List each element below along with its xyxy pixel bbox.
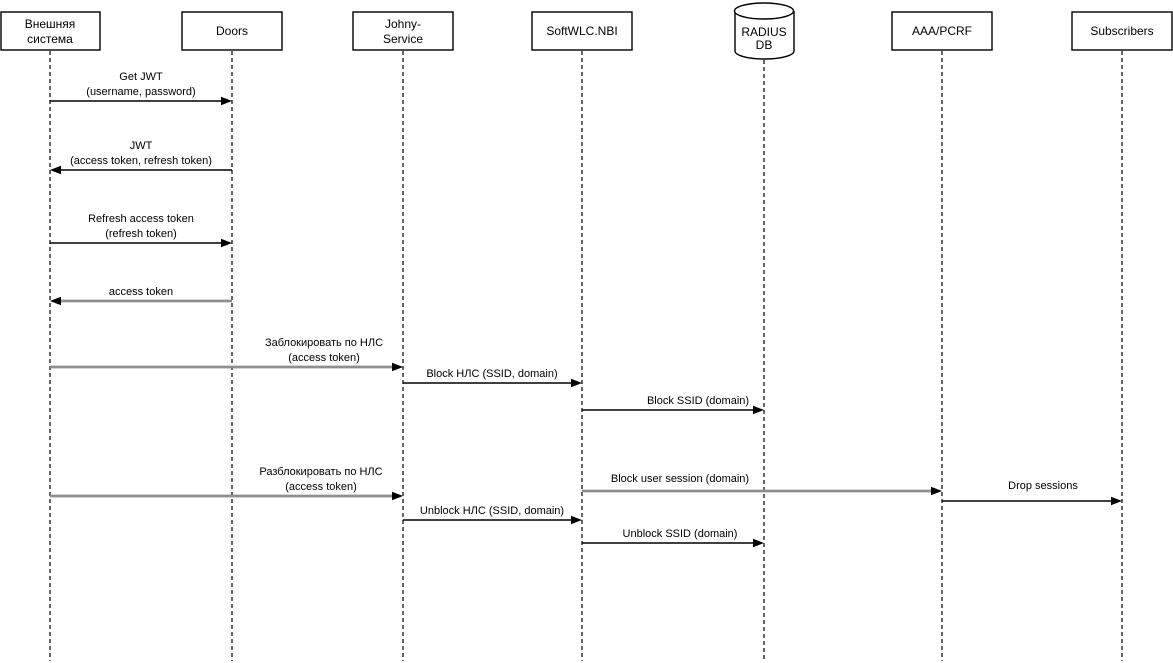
arrowhead-icon: [1111, 496, 1122, 506]
participant-label: Johny-: [385, 17, 421, 31]
participant-label: DB: [756, 38, 773, 52]
message-label: Заблокировать по НЛС: [265, 337, 383, 349]
message-block-user-session: Block user session (domain): [582, 473, 942, 496]
message-label: Block SSID (domain): [647, 395, 749, 407]
message-label: Drop sessions: [1008, 480, 1078, 492]
message-label: Refresh access token: [88, 213, 194, 225]
message-label: Разблокировать по НЛС: [259, 466, 382, 478]
participant-label: Doors: [216, 24, 248, 38]
message-access-token-response: access token: [50, 286, 232, 306]
participant-label: Внешняя: [25, 17, 76, 31]
message-jwt-response: JWT (access token, refresh token): [50, 140, 232, 175]
message-block-nls: Block НЛС (SSID, domain): [403, 368, 582, 388]
arrowhead-icon: [931, 486, 942, 496]
participant-label: Subscribers: [1090, 24, 1153, 38]
arrowhead-icon: [571, 515, 582, 525]
message-label: (access token): [285, 481, 357, 493]
participant-softwlc-nbi: SoftWLC.NBI: [531, 11, 633, 51]
message-label: (refresh token): [105, 228, 177, 240]
message-label: (access token): [288, 352, 360, 364]
database-cylinder-body: [734, 11, 795, 60]
message-drop-sessions: Drop sessions: [942, 480, 1122, 506]
arrowhead-icon: [753, 538, 764, 548]
database-cylinder-top: [733, 2, 795, 20]
participant-label: RADIUS: [741, 25, 786, 39]
message-label: JWT: [130, 140, 153, 152]
message-refresh-access-token: Refresh access token (refresh token): [50, 213, 232, 248]
participant-aaa-pcrf: AAA/PCRF: [891, 11, 993, 51]
message-label: Block user session (domain): [611, 473, 749, 485]
participant-box: [181, 11, 283, 51]
message-label: (access token, refresh token): [70, 155, 212, 167]
message-label: Unblock SSID (domain): [623, 528, 738, 540]
message-label: (username, password): [86, 86, 195, 98]
arrowhead-icon: [571, 378, 582, 388]
message-block-ssid: Block SSID (domain): [582, 395, 764, 415]
participant-box: [531, 11, 633, 51]
participant-label: SoftWLC.NBI: [546, 24, 617, 38]
message-label: Unblock НЛС (SSID, domain): [420, 505, 564, 517]
message-label: access token: [109, 286, 173, 298]
participant-box: [1071, 11, 1173, 51]
participant-box: [352, 11, 454, 51]
participant-label: AAA/PCRF: [912, 24, 972, 38]
arrowhead-icon: [50, 165, 61, 175]
participant-box: [0, 11, 101, 51]
arrowhead-icon: [50, 296, 61, 306]
message-get-jwt: Get JWT (username, password): [50, 71, 232, 106]
message-unblock-by-nls: Разблокировать по НЛС (access token): [50, 466, 403, 501]
participant-doors: Doors: [181, 11, 283, 51]
arrowhead-icon: [392, 491, 403, 501]
message-block-by-nls: Заблокировать по НЛС (access token): [50, 337, 403, 372]
participant-label: система: [27, 32, 73, 46]
arrowhead-icon: [221, 238, 232, 248]
participant-subscribers: Subscribers: [1071, 11, 1173, 51]
message-unblock-nls: Unblock НЛС (SSID, domain): [403, 505, 582, 525]
participant-box: [891, 11, 993, 51]
arrowhead-icon: [221, 96, 232, 106]
participant-johny-service: Johny-Service: [352, 11, 454, 51]
arrowhead-icon: [392, 362, 403, 372]
message-unblock-ssid: Unblock SSID (domain): [582, 528, 764, 548]
participant-label: Service: [383, 32, 423, 46]
message-label: Block НЛС (SSID, domain): [426, 368, 557, 380]
arrowhead-icon: [753, 405, 764, 415]
message-label: Get JWT: [119, 71, 163, 83]
